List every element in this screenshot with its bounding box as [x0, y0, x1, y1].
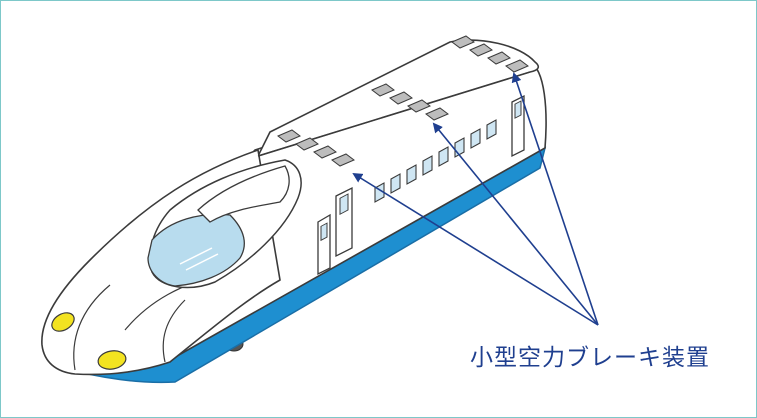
side-window [390, 173, 401, 194]
brake-panel [371, 83, 395, 97]
arrow-front [352, 172, 599, 326]
brake-panel [407, 99, 431, 113]
windshield [147, 213, 245, 287]
side-window [422, 155, 433, 176]
arrow-rear [511, 72, 599, 326]
brake-panel [313, 145, 337, 159]
brake-group-middle [371, 83, 449, 121]
callout-label: 小型空力ブレーキ装置 [470, 345, 710, 371]
brake-panel [487, 51, 511, 65]
brake-panel [469, 43, 493, 57]
side-window [470, 128, 481, 149]
side-window [438, 146, 449, 167]
brake-panel [277, 129, 301, 143]
headlight [51, 312, 75, 332]
windshield-glare [179, 247, 219, 271]
brake-group-front [277, 129, 355, 167]
brake-panel [389, 91, 413, 105]
door-windows [320, 100, 522, 242]
brake-panel [331, 153, 355, 167]
canopy-top [197, 165, 290, 223]
side-window [486, 119, 497, 140]
side-windows [374, 119, 497, 203]
callout-arrows [352, 72, 599, 326]
arrow-middle [432, 122, 599, 326]
brake-panel [425, 107, 449, 121]
side-window [406, 164, 417, 185]
door [317, 213, 331, 276]
brake-panel [451, 35, 475, 49]
brake-group-rear [451, 35, 529, 73]
headlight [97, 350, 127, 370]
brake-panel [505, 59, 529, 73]
brake-panel [295, 137, 319, 151]
